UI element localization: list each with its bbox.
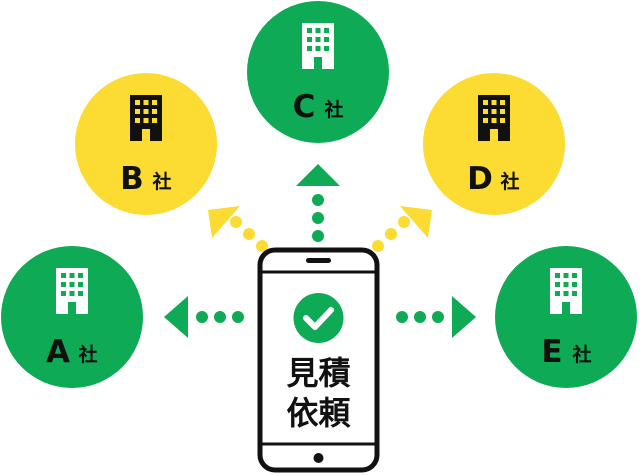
arrow-to-e	[396, 296, 476, 338]
company-e: E 社	[495, 246, 637, 388]
company-b-letter: B	[120, 161, 144, 197]
company-a-suffix: 社	[77, 343, 97, 366]
phone-speaker	[306, 258, 331, 263]
smartphone: 見積 依頼	[257, 247, 380, 473]
company-a: A 社	[1, 246, 143, 388]
arrow-to-c	[296, 164, 340, 242]
arrow-to-d	[372, 206, 432, 252]
phone-home-button	[313, 453, 324, 463]
phone-text-line2: 依頼	[286, 394, 351, 432]
arrow-to-b	[208, 206, 268, 252]
company-e-letter: E	[541, 334, 562, 370]
office-building-icon	[56, 268, 88, 314]
company-d-suffix: 社	[499, 170, 519, 193]
office-building-icon	[130, 95, 162, 141]
company-d-letter: D	[467, 161, 493, 197]
office-building-icon	[302, 23, 334, 69]
arrow-to-a	[164, 296, 244, 338]
company-b-suffix: 社	[151, 170, 171, 193]
company-a-circle	[1, 246, 143, 388]
company-c-circle	[247, 1, 389, 143]
company-b-circle	[75, 73, 217, 215]
company-d-circle	[423, 73, 565, 215]
company-a-letter: A	[46, 334, 70, 370]
company-b: B 社	[75, 73, 217, 215]
company-e-circle	[495, 246, 637, 388]
company-e-suffix: 社	[571, 343, 591, 366]
company-d: D 社	[423, 73, 565, 215]
office-building-icon	[478, 95, 510, 141]
phone-body	[257, 247, 380, 473]
office-building-icon	[550, 268, 582, 314]
company-c-letter: C	[293, 89, 316, 125]
company-c-suffix: 社	[323, 98, 343, 121]
checkmark-icon	[293, 293, 344, 343]
company-c: C 社	[247, 1, 389, 143]
phone-text-line1: 見積	[286, 354, 350, 392]
